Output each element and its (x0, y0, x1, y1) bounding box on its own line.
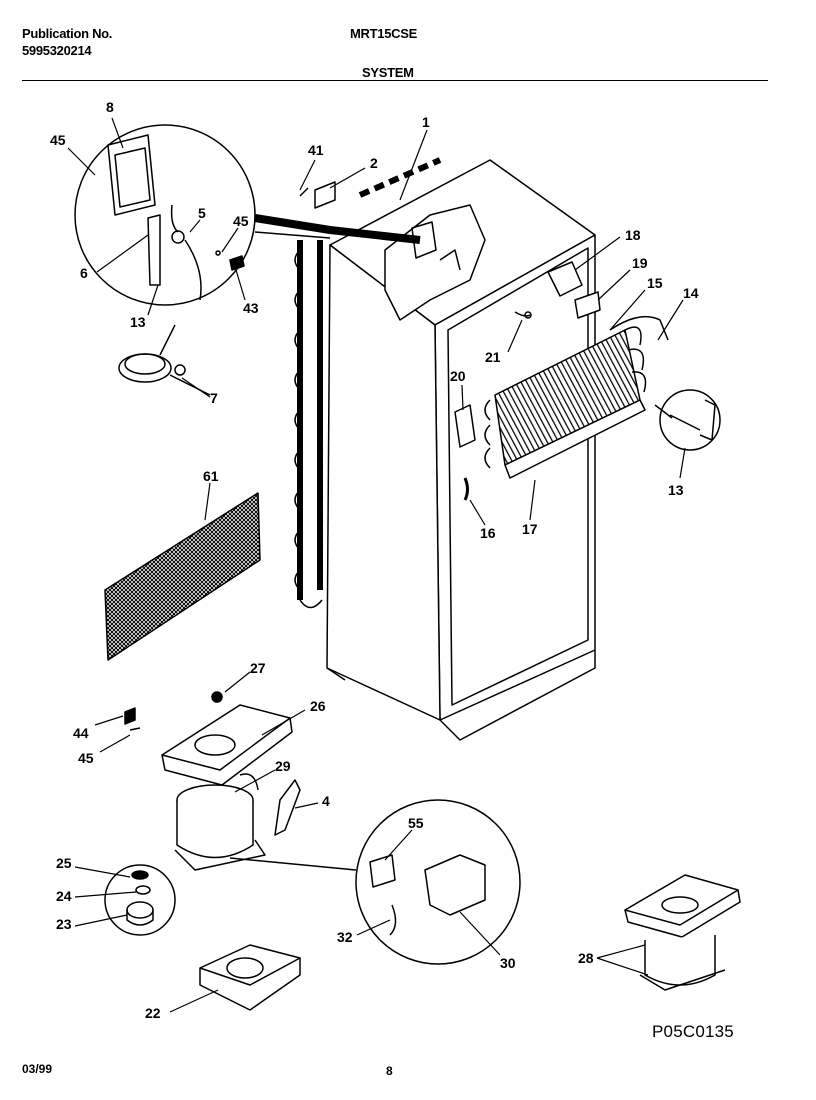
drain-pan-26 (161, 704, 293, 786)
callout-1: 1 (422, 114, 430, 130)
callout-14: 14 (683, 285, 699, 301)
bracket-2 (314, 181, 336, 209)
model-number: MRT15CSE (350, 26, 417, 41)
callout-44: 44 (73, 725, 89, 741)
cabinet (326, 159, 596, 741)
callout-28: 28 (578, 950, 594, 966)
callout-4: 4 (322, 793, 330, 809)
callout-2: 2 (370, 155, 378, 171)
callout-5: 5 (198, 205, 206, 221)
clip-32 (389, 904, 397, 936)
condenser-coil (294, 240, 323, 609)
drier-parts (107, 134, 245, 301)
grommet-27 (211, 691, 223, 703)
callout-45: 45 (233, 213, 249, 229)
part-4 (274, 779, 301, 836)
detail-circle-drier (74, 124, 256, 306)
callout-21: 21 (485, 349, 501, 365)
detail-circle-drain (659, 389, 721, 451)
overload-55 (369, 854, 396, 888)
callout-13: 13 (668, 482, 684, 498)
section-title: SYSTEM (362, 65, 414, 80)
callout-24: 24 (56, 888, 72, 904)
callout-22: 22 (145, 1005, 161, 1021)
publication-number: 5995320214 (22, 43, 92, 58)
callout-6: 6 (80, 265, 88, 281)
callout-18: 18 (625, 227, 641, 243)
callout-29: 29 (275, 758, 291, 774)
callout-leaders (67, 117, 686, 1013)
screw-45 (129, 727, 141, 731)
callout-15: 15 (647, 275, 663, 291)
publication-label: Publication No. (22, 26, 113, 41)
callout-45: 45 (50, 132, 66, 148)
callout-labels: 8 45 5 45 6 13 43 7 41 2 1 18 19 15 14 2… (50, 99, 699, 1021)
callout-17: 17 (522, 521, 538, 537)
callout-25: 25 (56, 855, 72, 871)
footer-date: 03/99 (22, 1062, 53, 1076)
part-21-head (524, 311, 532, 319)
power-cord (118, 324, 211, 396)
drain-part (669, 399, 716, 441)
page-number: 8 (386, 1064, 393, 1078)
callout-27: 27 (250, 660, 266, 676)
relay-30 (424, 854, 486, 916)
callout-43: 43 (243, 300, 259, 316)
part-21 (514, 311, 531, 317)
compressor-29 (174, 773, 266, 871)
detail-circle-grommets (104, 864, 176, 936)
callout-41: 41 (308, 142, 324, 158)
callout-26: 26 (310, 698, 326, 714)
part-18 (547, 261, 583, 297)
drain-tube (654, 404, 673, 419)
callout-61: 61 (203, 468, 219, 484)
evaporator-plate (384, 204, 486, 321)
callout-19: 19 (632, 255, 648, 271)
leader-tubes (254, 157, 442, 244)
callout-32: 32 (337, 929, 353, 945)
callout-45: 45 (78, 750, 94, 766)
base-bracket-22 (199, 944, 301, 1011)
screw-41 (299, 187, 309, 197)
callout-13: 13 (130, 314, 146, 330)
callout-8: 8 (106, 99, 114, 115)
callout-23: 23 (56, 916, 72, 932)
callout-55: 55 (408, 815, 424, 831)
header-rule (22, 80, 768, 81)
callout-30: 30 (500, 955, 516, 971)
clip-44 (124, 707, 136, 725)
callout-16: 16 (480, 525, 496, 541)
grille-61 (104, 492, 261, 661)
relay-leader (229, 857, 357, 871)
callout-20: 20 (450, 368, 466, 384)
part-20 (454, 404, 476, 448)
part-19 (574, 291, 601, 319)
callout-7: 7 (210, 390, 218, 406)
figure-code: P05C0135 (652, 1022, 734, 1041)
part-16 (463, 477, 469, 501)
compressor-assembly (624, 874, 741, 991)
evaporator-coil (484, 315, 669, 479)
